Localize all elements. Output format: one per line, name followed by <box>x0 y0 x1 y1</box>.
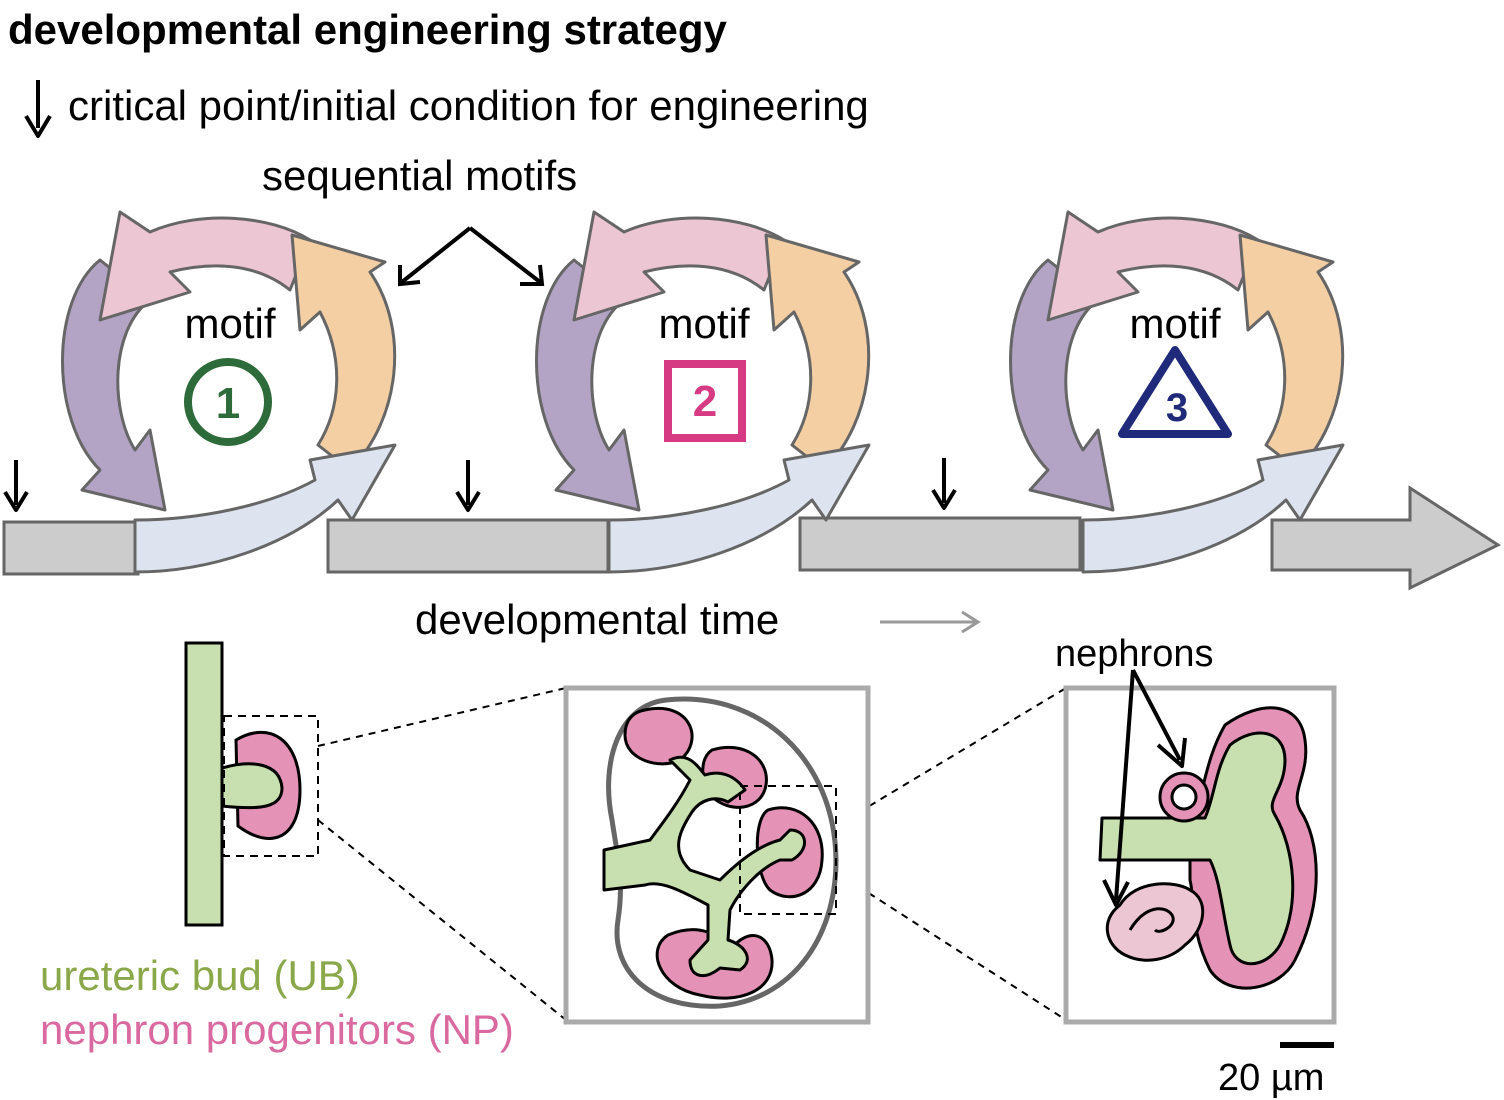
sequential-motifs-label: sequential motifs <box>262 152 577 199</box>
motif-1-circle-icon <box>184 358 272 446</box>
motif-2-square-icon <box>664 360 746 442</box>
motif-2-number: 2 <box>693 377 717 426</box>
zoom-lines <box>317 687 1067 1021</box>
developmental-time-label: developmental time <box>415 596 779 643</box>
figure-title: developmental engineering strategy <box>8 6 728 53</box>
nephron-panel <box>1063 669 1337 1025</box>
motif-3-label: motif <box>1129 300 1220 347</box>
critical-point-arrows <box>3 458 957 512</box>
np-legend-label: nephron progenitors (NP) <box>40 1006 514 1053</box>
nephrons-label: nephrons <box>1055 633 1213 675</box>
motif-3-number: 3 <box>1166 386 1188 430</box>
time-arrow-icon <box>880 610 981 634</box>
scale-bar <box>1280 1042 1334 1048</box>
motif-3-triangle-icon <box>1118 346 1232 438</box>
ub-legend-label: ureteric bud (UB) <box>40 952 360 999</box>
motif-1-number: 1 <box>216 379 240 428</box>
motif-2-label: motif <box>658 300 749 347</box>
timeline <box>2 485 1502 591</box>
kidney-panel <box>563 685 871 1025</box>
legend-arrow-icon <box>24 80 52 138</box>
legend-text: critical point/initial condition for eng… <box>68 82 869 129</box>
scale-bar-label: 20 µm <box>1218 1057 1324 1099</box>
ub-panel-1 <box>184 641 319 927</box>
motif-1-label: motif <box>184 300 275 347</box>
sequential-pointer-arrows <box>398 226 545 287</box>
